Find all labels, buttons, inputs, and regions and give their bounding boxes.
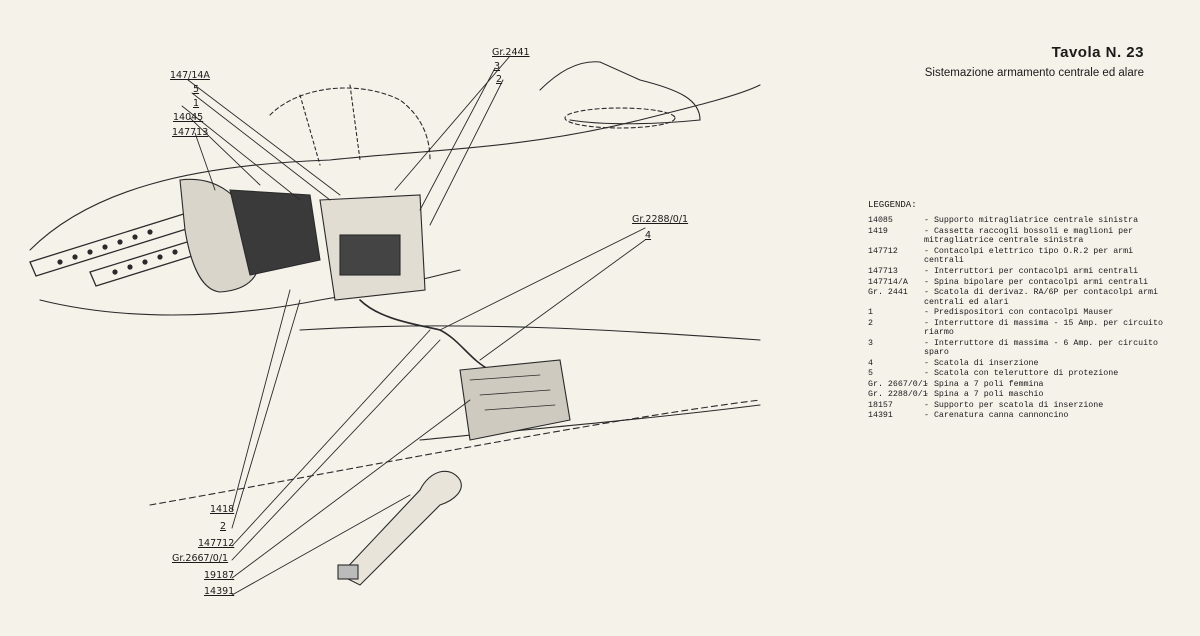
legend-code: 3	[868, 338, 873, 348]
legend-row: Gr. 2667/0/1- Spina a 7 poli femmina	[868, 380, 1168, 390]
cannon-fairing	[339, 470, 462, 586]
tail-fin	[539, 61, 701, 125]
legend-code: 5	[868, 369, 873, 379]
callout-14045: 14045	[173, 112, 204, 123]
fuselage-outline	[29, 84, 761, 251]
legend-description: - Spina a 7 poli femmina	[924, 379, 1044, 389]
legend-code: 18157	[868, 400, 893, 410]
legend-row: 147713 - Interruttori per contacolpi armi…	[868, 267, 1168, 277]
legend-code: 1419	[868, 226, 888, 236]
callout-1418: 1418	[210, 504, 235, 515]
legend-row: 3 - Interruttore di massima - 6 Amp. per …	[868, 339, 1168, 358]
callout-1: 1	[193, 98, 200, 109]
tail-plane	[564, 107, 676, 129]
plate-subtitle: Sistemazione armamento centrale ed alare	[924, 67, 1144, 79]
legend-description: - Scatola di inserzione	[924, 358, 1039, 368]
legend-row: 147714/A - Spina bipolare per contacolpi …	[868, 278, 1168, 288]
legend-description: - Predispositori con contacolpi Mauser	[924, 308, 1114, 318]
legend-description: - Interruttore di massima - 6 Amp. per c…	[924, 338, 1159, 358]
gun-mount-block	[229, 189, 321, 276]
legend-description: - Contacolpi elettrico tipo O.R.2 per ar…	[924, 246, 1134, 266]
legend-description: - Carenatura canna cannoncino	[924, 411, 1069, 421]
callout-5: 5	[193, 84, 200, 95]
callout-gr2667: Gr.2667/0/1	[172, 553, 229, 564]
legend-code: 14085	[868, 216, 893, 226]
leader-lines	[181, 55, 646, 596]
legend-code: Gr. 2288/0/1	[868, 390, 928, 400]
legend-row: 1 - Predispositori con contacolpi Mauser	[868, 308, 1168, 318]
wing-leading-edge	[149, 399, 761, 506]
legend-code: 1	[868, 308, 873, 318]
legend-description: - Spina bipolare per contacolpi armi cen…	[924, 277, 1149, 287]
legend-row: Gr. 2441 - Scatola di derivaz. RA/6P per …	[868, 288, 1168, 307]
legend-row: 2 - Interruttore di massima - 15 Amp. per…	[868, 319, 1168, 338]
legend-row: 147712 - Contacolpi elettrico tipo O.R.2 …	[868, 247, 1168, 266]
legend-row: 18157 - Supporto per scatola di inserzion…	[868, 401, 1168, 411]
legend-row: 4 - Scatola di inserzione	[868, 359, 1168, 369]
callout-3: 3	[494, 61, 501, 72]
wing-upper-edge	[299, 325, 761, 341]
legend-description: - Interruttori per contacolpi armi centr…	[924, 267, 1139, 276]
legend-description: - Scatola di derivaz. RA/6P per contacol…	[924, 288, 1159, 307]
legend-title: LEGGENDA:	[868, 200, 917, 210]
callout-2-top: 2	[496, 74, 503, 85]
callout-4: 4	[645, 230, 652, 241]
legend-description: - Interruttore di massima - 15 Amp. per …	[924, 318, 1163, 338]
gun-barrels	[29, 211, 206, 287]
callout-gr2441: Gr.2441	[492, 47, 530, 58]
legend-row: 14391 - Carenatura canna cannoncino	[868, 411, 1168, 421]
insertion-box	[459, 359, 571, 441]
legend-code: 147713	[868, 267, 898, 276]
legend-description: - Supporto per scatola di inserzione	[924, 400, 1104, 410]
legend-row: 1419 - Cassetta raccogli bossoli e maglio…	[868, 227, 1168, 246]
legend-row: Gr. 2288/0/1- Spina a 7 poli maschio	[868, 390, 1168, 400]
legend: LEGGENDA: 14085 - Supporto mitragliatrice…	[868, 200, 1168, 422]
callout-147712: 147712	[198, 538, 235, 549]
callout-14391: 14391	[204, 586, 235, 597]
legend-code: 2	[868, 318, 873, 328]
legend-code: 147712	[868, 246, 898, 256]
legend-description: - Supporto mitragliatrice centrale sinis…	[924, 216, 1139, 226]
callout-147713: 147713	[172, 127, 209, 138]
legend-code: Gr. 2667/0/1	[868, 379, 928, 389]
canopy-outline	[269, 87, 431, 161]
callout-gr2288: Gr.2288/0/1	[632, 214, 689, 225]
legend-description: - Cassetta raccogli bossoli e maglioni p…	[924, 226, 1134, 246]
legend-code: Gr. 2441	[868, 288, 908, 298]
legend-description: - Scatola con teleruttore di protezione	[924, 369, 1119, 379]
legend-description: - Spina a 7 poli maschio	[924, 390, 1044, 400]
legend-code: 14391	[868, 411, 893, 421]
legend-row: 14085 - Supporto mitragliatrice centrale …	[868, 216, 1168, 226]
legend-code: 147714/A	[868, 277, 908, 287]
plate-header: Tavola N. 23 Sistemazione armamento cent…	[925, 44, 1144, 79]
callout-2-bottom: 2	[220, 521, 227, 532]
legend-row: 5 - Scatola con teleruttore di protezione	[868, 369, 1168, 379]
callout-147714a: 147/14A	[170, 70, 210, 81]
legend-code: 4	[868, 358, 873, 368]
callout-19187: 19187	[204, 570, 235, 581]
plate-title: Tavola N. 23	[1051, 44, 1144, 61]
